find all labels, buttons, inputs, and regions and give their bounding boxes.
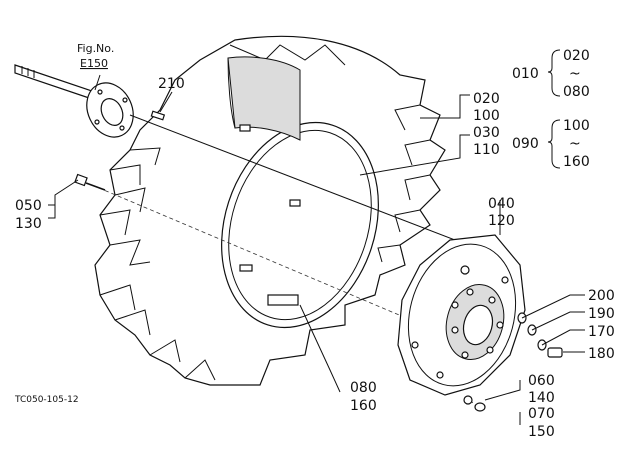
callout-140[interactable]: 140 bbox=[528, 390, 555, 406]
legend-090-to[interactable]: 160 bbox=[563, 154, 590, 170]
callout-190[interactable]: 190 bbox=[588, 306, 615, 322]
legend-brackets bbox=[547, 49, 561, 169]
legend-010-to[interactable]: 080 bbox=[563, 84, 590, 100]
callout-070[interactable]: 070 bbox=[528, 406, 555, 422]
tractor-tire bbox=[94, 35, 446, 386]
callout-040[interactable]: 040 bbox=[488, 196, 515, 212]
drawing-code: TC050-105-12 bbox=[14, 395, 79, 405]
callout-030[interactable]: 030 bbox=[473, 125, 500, 141]
callout-130[interactable]: 130 bbox=[15, 216, 42, 232]
axle-shaft bbox=[14, 64, 166, 138]
leader-lines bbox=[48, 74, 585, 425]
bolt-050 bbox=[74, 173, 106, 191]
callout-060[interactable]: 060 bbox=[528, 373, 555, 389]
callout-050[interactable]: 050 bbox=[15, 198, 42, 214]
callout-120[interactable]: 120 bbox=[488, 213, 515, 229]
wheel-disc bbox=[397, 234, 526, 396]
callout-160[interactable]: 160 bbox=[350, 398, 377, 414]
legend-090-key[interactable]: 090 bbox=[512, 136, 539, 152]
legend-090-tilde: ~ bbox=[569, 136, 581, 152]
legend-010-tilde: ~ bbox=[569, 66, 581, 82]
fig-ref-value[interactable]: E150 bbox=[80, 57, 108, 70]
callout-150[interactable]: 150 bbox=[528, 424, 555, 440]
legend-090-from[interactable]: 100 bbox=[563, 118, 590, 134]
callout-110[interactable]: 110 bbox=[473, 142, 500, 158]
callout-210[interactable]: 210 bbox=[158, 76, 185, 92]
callout-100[interactable]: 100 bbox=[473, 108, 500, 124]
callout-080[interactable]: 080 bbox=[350, 380, 377, 396]
legend-010-from[interactable]: 020 bbox=[563, 48, 590, 64]
callout-200[interactable]: 200 bbox=[588, 288, 615, 304]
bolt-centerline bbox=[91, 184, 471, 346]
rim-hardware bbox=[463, 395, 486, 412]
legend-010-key[interactable]: 010 bbox=[512, 66, 539, 82]
callout-170[interactable]: 170 bbox=[588, 324, 615, 340]
callout-180[interactable]: 180 bbox=[588, 346, 615, 362]
callout-020[interactable]: 020 bbox=[473, 91, 500, 107]
fig-ref-label: Fig.No. bbox=[77, 42, 114, 55]
hub-hardware bbox=[517, 312, 563, 358]
